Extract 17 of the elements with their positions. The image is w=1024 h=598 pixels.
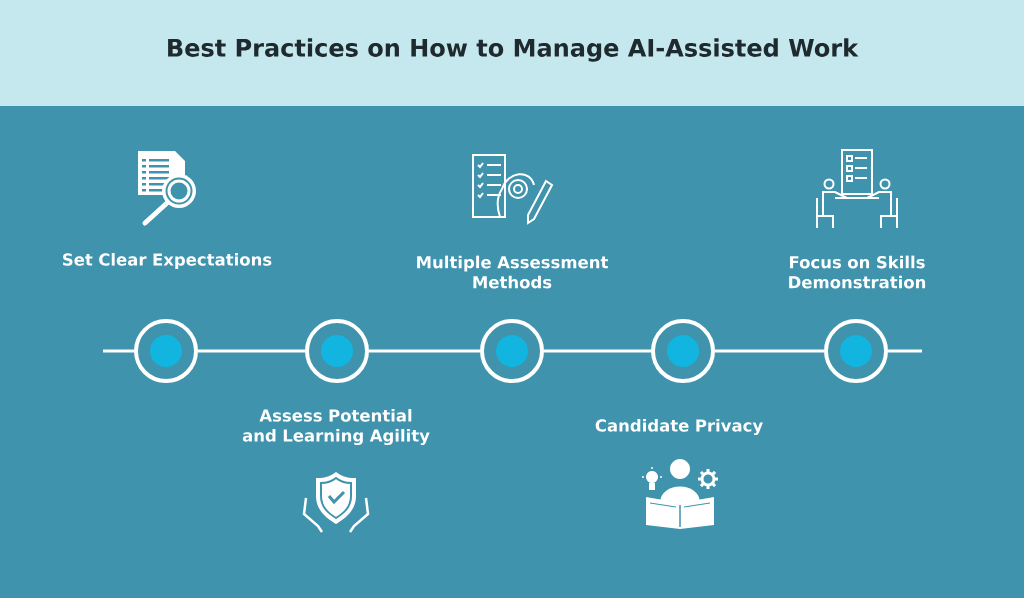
timeline-line <box>198 349 305 353</box>
timeline-line <box>544 349 651 353</box>
timeline-line <box>103 349 134 353</box>
timeline-line <box>715 349 824 353</box>
title: Best Practices on How to Manage AI-Assisted Work <box>168 38 859 62</box>
step-label: Assess Potential and Learning Agility <box>242 408 430 446</box>
timeline-circle <box>305 319 369 383</box>
step-label: Focus on Skills Demonstration <box>789 255 926 289</box>
timeline-line <box>888 349 922 353</box>
step-label: Candidate Privacy <box>595 418 763 436</box>
step-label: Multiple Assessment Methods <box>417 255 608 289</box>
timeline-circle <box>134 319 198 383</box>
timeline-line <box>369 349 480 353</box>
timeline-circle <box>480 319 544 383</box>
timeline-circle <box>651 319 715 383</box>
step-label: Set Clear Expectations <box>63 253 272 269</box>
timeline-circle <box>824 319 888 383</box>
